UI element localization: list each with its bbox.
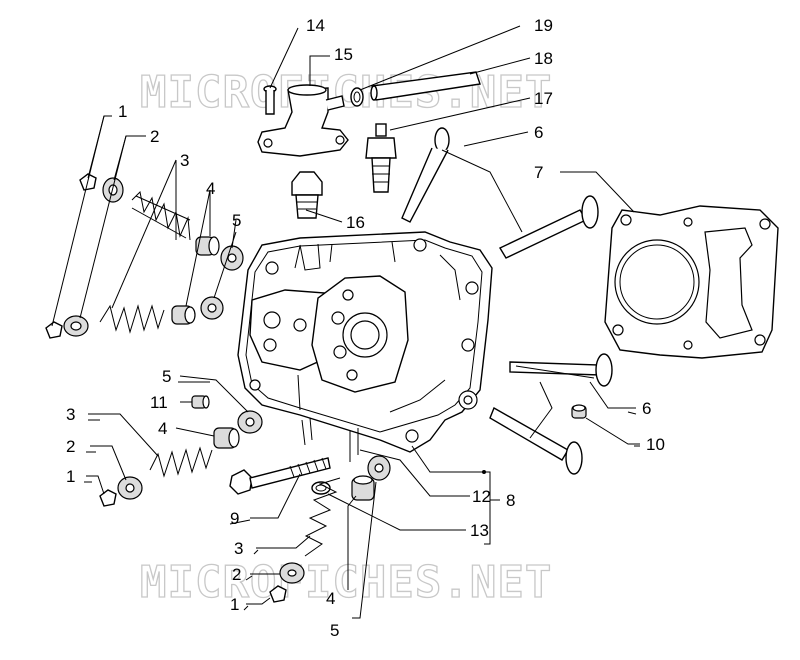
label-9: 9 (230, 509, 239, 528)
label-6-right: 6 (642, 399, 651, 418)
valve-spring-3-middle (99, 304, 165, 334)
label-3-left: 3 (66, 405, 75, 424)
valve-cotter-1-middle (45, 321, 63, 339)
label-6-top: 6 (534, 123, 543, 142)
label-2-bottom: 2 (232, 565, 241, 584)
label-19: 19 (534, 16, 553, 35)
fixing-screw-14 (263, 85, 277, 115)
label-5-left: 5 (162, 367, 171, 386)
spring-retainer-2-lower (117, 476, 143, 500)
o-ring-13 (311, 481, 331, 495)
spring-retainer-2-upper (102, 177, 124, 203)
valve-6-lower (489, 406, 583, 475)
label-4-left: 4 (158, 419, 167, 438)
valve-seal-4-lower (213, 427, 240, 449)
head-bolt-9 (229, 457, 331, 495)
label-2-left: 2 (66, 437, 75, 456)
valve-seat-insert-10 (571, 404, 587, 419)
valve-cotter-1-lower (99, 489, 117, 507)
spring-seat-5-bottom (367, 455, 391, 481)
spring-retainer-2-bottom (279, 562, 305, 584)
valve-seal-4-bottom (351, 475, 375, 501)
label-16: 16 (346, 213, 365, 232)
label-stubs (84, 381, 640, 611)
label-7: 7 (534, 163, 543, 182)
label-13: 13 (470, 521, 489, 540)
label-10: 10 (646, 435, 665, 454)
label-3-bottom: 3 (234, 539, 243, 558)
label-4-bottom: 4 (326, 589, 335, 608)
valve-seal-4-upper (195, 236, 220, 256)
head-gasket-7 (604, 205, 779, 359)
spring-seat-5-middle (200, 296, 224, 320)
valve-cotter-1-bottom (269, 585, 287, 603)
valve-spring-3-upper (131, 190, 191, 241)
thermostat-16 (291, 171, 323, 219)
spring-retainer-2-middle (63, 315, 89, 337)
label-1-bottom: 1 (230, 595, 239, 614)
dowel-pin-11 (191, 395, 210, 409)
cylinder-head (237, 231, 493, 462)
callout-labels: 1 2 3 4 5 14 15 19 18 17 6 7 16 5 11 4 3… (66, 16, 665, 640)
valve-spring-3-lower (149, 446, 213, 478)
label-15: 15 (334, 45, 353, 64)
valve-seal-4-middle (171, 305, 196, 325)
spring-seat-5-lower (237, 410, 263, 434)
label-5-bottom: 5 (330, 621, 339, 640)
hose-18 (370, 71, 481, 101)
valve-6-right (509, 353, 613, 387)
label-17: 17 (534, 89, 553, 108)
leader-lines (51, 25, 640, 619)
label-1-upper: 1 (118, 102, 127, 121)
label-4-upper: 4 (206, 179, 215, 198)
label-3-upper: 3 (180, 151, 189, 170)
valve-spring-3-bottom (304, 477, 341, 557)
thermostat-housing-15 (257, 84, 349, 157)
temperature-sensor-17 (365, 123, 397, 193)
label-11: 11 (150, 393, 168, 412)
watermark-bottom: MICROFICHES.NET (140, 557, 552, 608)
o-ring-19 (350, 87, 364, 107)
label-1-left: 1 (66, 467, 75, 486)
label-5-upper: 5 (232, 211, 241, 230)
exhaust-valve-6-top (401, 127, 450, 223)
label-18: 18 (534, 49, 553, 68)
label-14: 14 (306, 16, 325, 35)
label-2-upper: 2 (150, 127, 159, 146)
label-12: 12 (472, 487, 491, 506)
intake-valve-6-middle (499, 195, 599, 259)
watermark-top: MICROFICHES.NET (140, 67, 552, 118)
label-8: 8 (506, 491, 515, 510)
